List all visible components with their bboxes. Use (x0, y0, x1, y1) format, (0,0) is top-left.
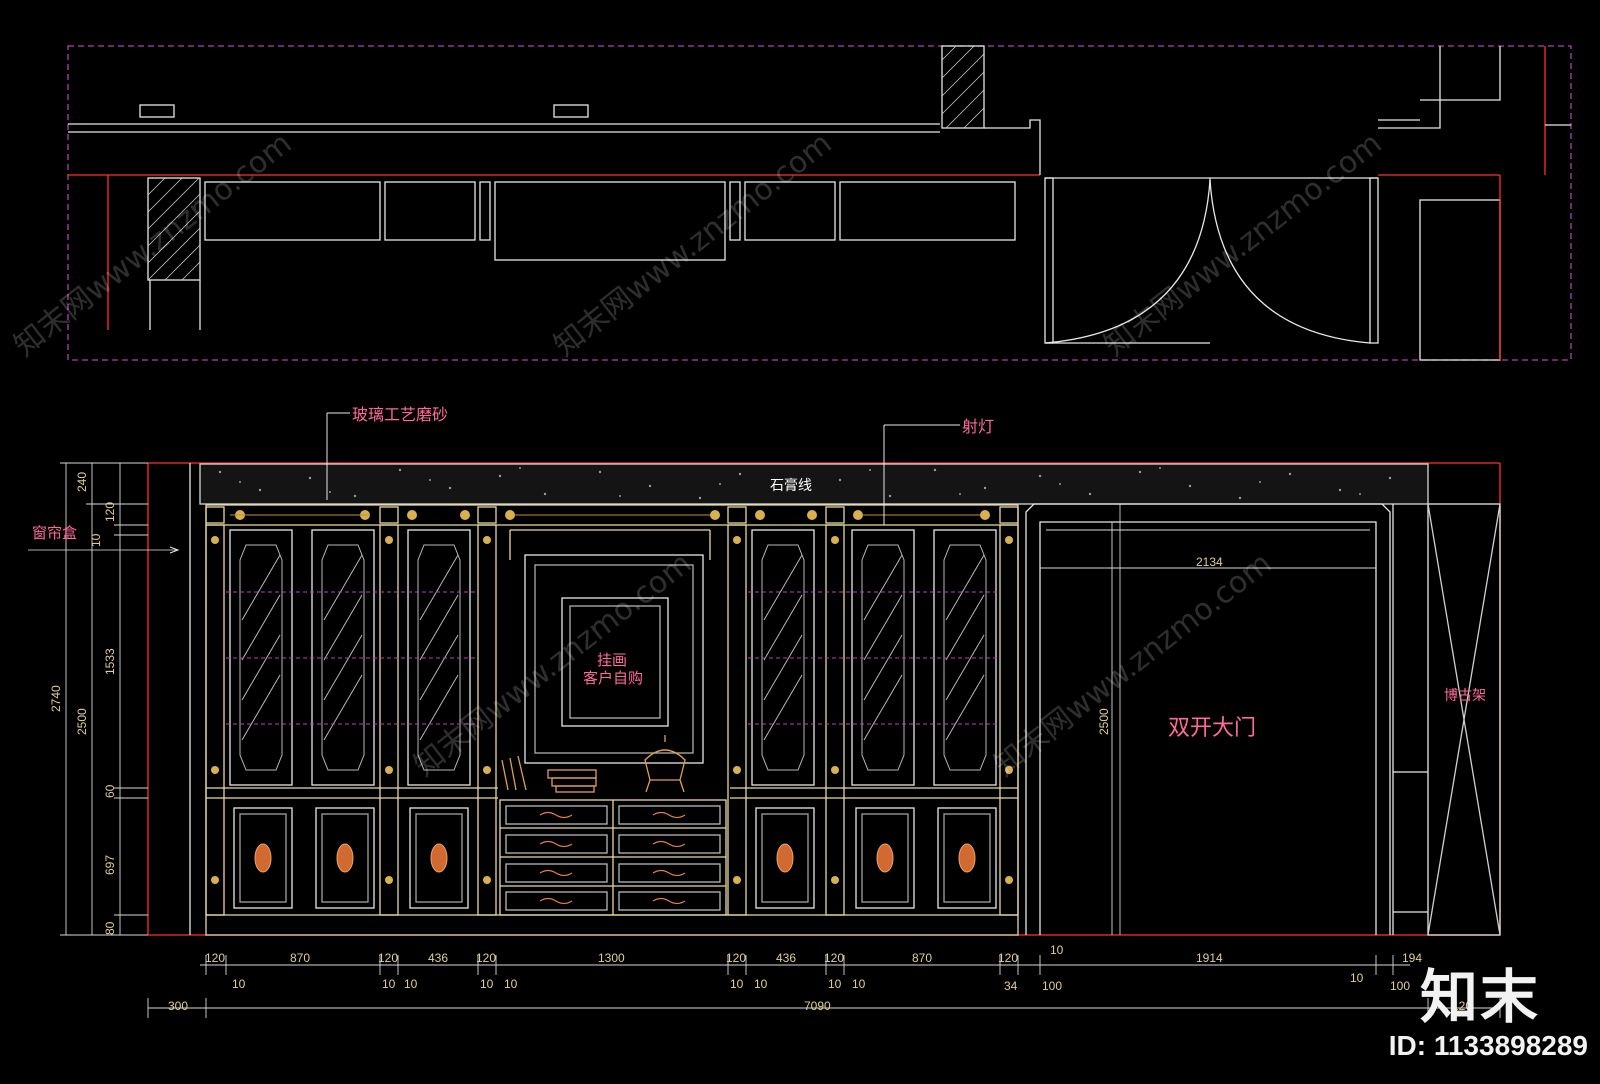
door-medallion (254, 843, 272, 873)
brand-logo: 知末 (1419, 963, 1540, 1031)
glass-door-5 (851, 529, 915, 786)
svg-text:10: 10 (1050, 943, 1064, 957)
door-swing-right (1209, 179, 1371, 344)
dimension-texts: 2740 2500 240 120 10 1533 60 697 80 2134… (49, 472, 1472, 1013)
svg-text:436: 436 (428, 951, 448, 965)
svg-text:34: 34 (1004, 979, 1018, 993)
svg-text:10: 10 (382, 977, 396, 991)
svg-text:7090: 7090 (804, 999, 831, 1013)
svg-text:120: 120 (1452, 999, 1472, 1013)
svg-text:120: 120 (998, 951, 1018, 965)
svg-text:194: 194 (1402, 951, 1422, 965)
plaster-line-band (199, 463, 1429, 505)
svg-text:240: 240 (75, 472, 89, 492)
svg-text:10: 10 (89, 533, 103, 547)
lower-door-5 (855, 807, 915, 909)
svg-text:100: 100 (1042, 979, 1062, 993)
lower-door-2 (315, 807, 375, 909)
svg-text:10: 10 (730, 977, 744, 991)
svg-text:120: 120 (205, 951, 225, 965)
svg-text:870: 870 (290, 951, 310, 965)
label-spotlight: 射灯 (962, 417, 994, 436)
label-curio-shelf: 博古架 (1444, 687, 1486, 704)
svg-text:436: 436 (776, 951, 796, 965)
svg-text:10: 10 (754, 977, 768, 991)
svg-text:10: 10 (1350, 971, 1364, 985)
lower-door-6 (937, 807, 997, 909)
label-double-door: 双开大门 (1168, 716, 1256, 741)
lower-door-1 (233, 807, 293, 909)
wall-hatch-top (941, 45, 985, 129)
dimension-lines (60, 462, 1501, 1018)
svg-text:10: 10 (504, 977, 518, 991)
lower-door-3 (409, 807, 469, 909)
svg-text:2740: 2740 (49, 685, 63, 712)
svg-text:10: 10 (404, 977, 418, 991)
curio-shelf (1427, 503, 1501, 936)
svg-text:697: 697 (103, 855, 117, 875)
label-plaster-line: 石膏线 (770, 477, 812, 494)
incense-burner (644, 735, 686, 793)
plan-boundary-dash (67, 45, 1572, 361)
door-frame-outer (1025, 503, 1391, 935)
svg-text:80: 80 (103, 921, 117, 935)
svg-text:2500: 2500 (75, 708, 89, 735)
door-swing-left (1044, 179, 1211, 344)
painting-frame-outer (524, 554, 704, 764)
svg-text:100: 100 (1390, 979, 1410, 993)
svg-text:10: 10 (852, 977, 866, 991)
svg-text:870: 870 (912, 951, 932, 965)
svg-text:120: 120 (476, 951, 496, 965)
annotation-labels: 玻璃工艺磨砂 射灯 石膏线 窗帘盒 挂画 客户自购 双开大门 博古架 (32, 405, 1486, 741)
painting-frame-inner (561, 597, 669, 727)
svg-text:1533: 1533 (103, 648, 117, 675)
label-painting-2: 客户自购 (583, 669, 643, 687)
svg-text:300: 300 (168, 999, 188, 1013)
image-id-label: ID: 1133898289 (1388, 1030, 1588, 1061)
svg-text:120: 120 (103, 502, 117, 522)
svg-text:120: 120 (824, 951, 844, 965)
svg-text:120: 120 (378, 951, 398, 965)
lower-door-4 (755, 807, 815, 909)
svg-text:120: 120 (726, 951, 746, 965)
svg-text:10: 10 (480, 977, 494, 991)
label-curtain-box: 窗帘盒 (32, 524, 77, 542)
svg-text:2500: 2500 (1097, 708, 1111, 735)
label-frosted-glass: 玻璃工艺磨砂 (352, 405, 448, 424)
svg-text:2134: 2134 (1196, 555, 1223, 569)
elevation-view (28, 412, 1501, 936)
label-painting-1: 挂画 (597, 651, 627, 669)
plan-view (67, 45, 1572, 361)
svg-text:10: 10 (828, 977, 842, 991)
svg-text:1300: 1300 (598, 951, 625, 965)
svg-text:10: 10 (232, 977, 246, 991)
svg-text:1914: 1914 (1196, 951, 1223, 965)
svg-text:60: 60 (103, 784, 117, 798)
